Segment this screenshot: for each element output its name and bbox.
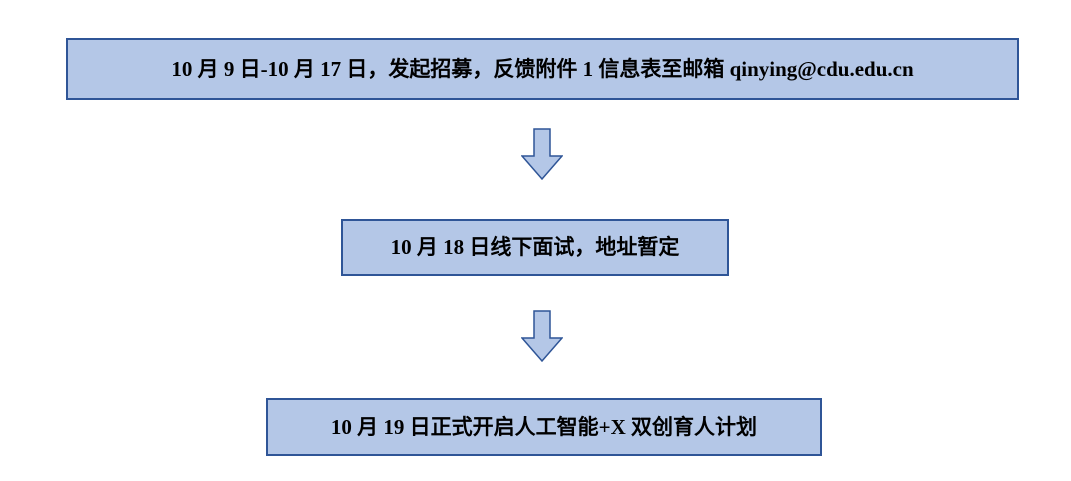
down-arrow-icon [521,310,563,362]
flow-step-interview: 10 月 18 日线下面试，地址暂定 [341,219,729,276]
flow-step-interview-label: 10 月 18 日线下面试，地址暂定 [390,235,680,260]
flow-step-recruitment-label: 10 月 9 日-10 月 17 日，发起招募，反馈附件 1 信息表至邮箱 qi… [171,56,914,81]
down-arrow-icon [521,128,563,180]
flow-step-recruitment: 10 月 9 日-10 月 17 日，发起招募，反馈附件 1 信息表至邮箱 qi… [66,38,1019,100]
flow-step-program-start: 10 月 19 日正式开启人工智能+X 双创育人计划 [266,398,822,456]
flow-step-program-start-label: 10 月 19 日正式开启人工智能+X 双创育人计划 [330,414,758,439]
